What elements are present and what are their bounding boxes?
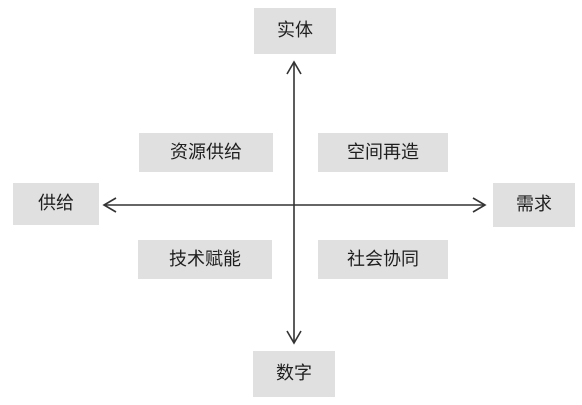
horizontal-axis-arrowhead-left bbox=[102, 197, 117, 213]
axis-top-label: 实体 bbox=[254, 8, 336, 54]
vertical-axis-arrowhead-bottom bbox=[286, 330, 302, 345]
horizontal-axis-arrowhead-right bbox=[472, 197, 487, 213]
vertical-axis-arrowhead-top bbox=[286, 60, 302, 75]
axis-right-label: 需求 bbox=[493, 183, 575, 227]
quadrant-bottom-left-label: 技术赋能 bbox=[138, 240, 272, 279]
quadrant-top-left-label: 资源供给 bbox=[139, 133, 273, 172]
axis-bottom-label: 数字 bbox=[253, 351, 335, 397]
quadrant-top-right-label: 空间再造 bbox=[318, 133, 448, 172]
quadrant-bottom-right-label: 社会协同 bbox=[318, 240, 448, 279]
axis-left-label: 供给 bbox=[13, 183, 99, 225]
